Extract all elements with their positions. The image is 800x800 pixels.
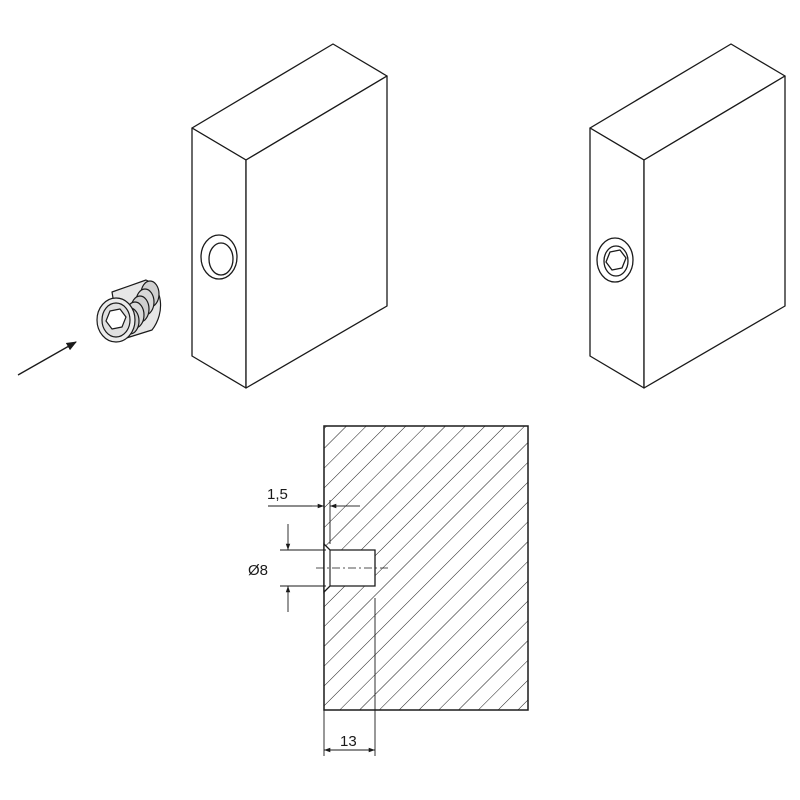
dimension-hole-diameter — [280, 524, 326, 612]
dimension-label-diameter: Ø8 — [248, 562, 268, 579]
hex-socket-icon — [605, 249, 627, 271]
wood-block-with-insert — [589, 43, 786, 389]
section-view — [316, 425, 529, 711]
block-front-face — [643, 75, 786, 389]
dimension-label-recess: 1,5 — [267, 486, 288, 503]
direction-arrow-icon — [17, 341, 77, 376]
threaded-insert-icon — [96, 279, 162, 343]
block-front-face — [245, 75, 388, 389]
dimension-hole-depth — [323, 598, 376, 756]
fitted-insert — [596, 237, 634, 283]
wood-block-with-hole — [191, 43, 388, 389]
dimension-label-depth: 13 — [340, 733, 357, 750]
drilled-hole — [200, 234, 238, 280]
dimension-recess-depth — [268, 500, 360, 544]
hex-socket-icon — [105, 308, 127, 330]
